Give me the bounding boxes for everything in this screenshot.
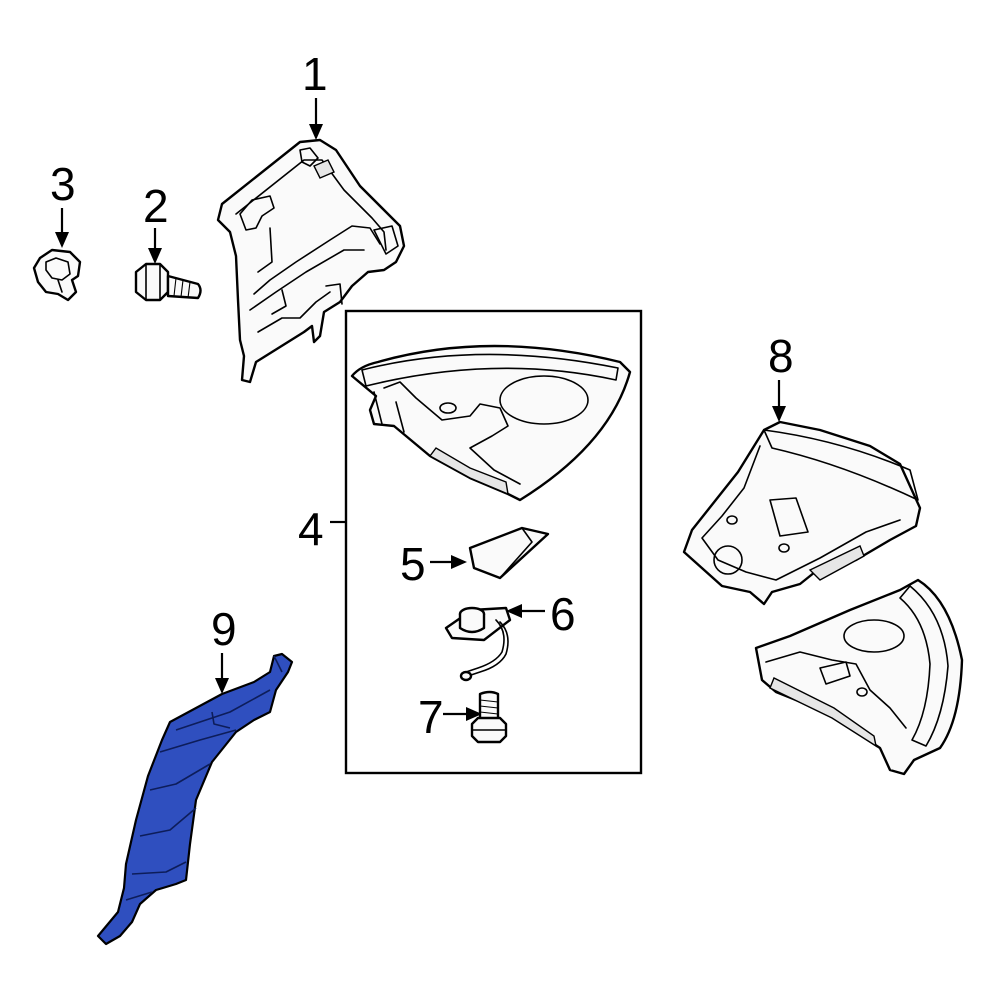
lamp-part-6[interactable] [444,606,512,682]
callout-8[interactable]: 8 [768,330,794,382]
callout-1[interactable]: 1 [302,48,328,100]
pad-part-5[interactable] [468,526,550,580]
leader-7 [443,707,482,721]
clip-part-3[interactable] [32,248,82,302]
quarter-trim-part-1[interactable] [216,138,406,384]
side-trim-part-8[interactable] [682,420,922,606]
assembly-box-4 [344,309,643,775]
leader-1 [309,98,323,140]
leader-8 [772,380,786,422]
leader-3 [55,208,69,248]
callout-7[interactable]: 7 [418,691,444,743]
callout-2[interactable]: 2 [143,180,169,232]
lower-trim-part-9[interactable] [96,652,294,946]
callout-6[interactable]: 6 [550,588,576,640]
bolt-part-2[interactable] [134,262,202,302]
callout-3[interactable]: 3 [50,158,76,210]
callout-4[interactable]: 4 [298,503,324,555]
package-tray-part-4[interactable] [350,344,632,502]
screw-part-7[interactable] [470,690,508,744]
callout-9[interactable]: 9 [211,603,237,655]
side-trim-alt-view[interactable] [754,578,964,776]
leader-9 [215,653,229,694]
callout-5[interactable]: 5 [400,538,426,590]
leader-2 [148,228,162,264]
leader-5 [430,555,467,569]
leader-6 [506,604,545,618]
